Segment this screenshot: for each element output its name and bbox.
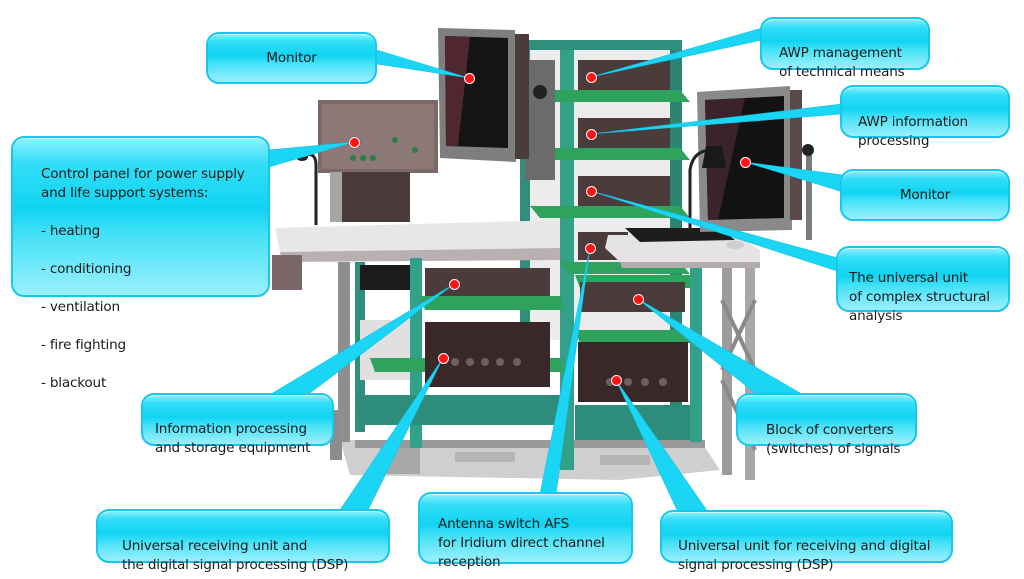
callout-universal-analysis: The universal unit of complex structural… (836, 246, 1010, 324)
callout-item-blackout: - blackout (41, 375, 107, 391)
marker-monitor-left[interactable] (464, 73, 475, 84)
leader-awp-management (590, 27, 763, 78)
rack-base (330, 410, 720, 480)
leader-monitor-right (744, 161, 844, 193)
leader-universal-analysis (590, 190, 841, 273)
callout-label: Universal unit for receiving and digital… (678, 538, 931, 573)
callout-item-heating: - heating (41, 223, 101, 239)
callout-universal-dsp: Universal unit for receiving and digital… (660, 510, 953, 573)
callout-item-fire-fighting: - fire fighting (41, 337, 126, 353)
marker-block-converters[interactable] (633, 294, 644, 305)
callout-label: The universal unit of complex structural… (849, 270, 990, 324)
leader-monitor-left (369, 47, 470, 79)
callout-label: AWP information processing (858, 114, 968, 149)
callout-label: Monitor (266, 49, 317, 66)
marker-control-panel[interactable] (349, 137, 360, 148)
callout-label: Block of converters (switches) of signal… (766, 422, 901, 457)
callout-info-storage: Information processing and storage equip… (141, 393, 334, 456)
callout-label: Antenna switch AFS for Iridium direct ch… (438, 516, 605, 570)
leader-universal-receiving (339, 357, 444, 511)
left-monitor (438, 28, 529, 162)
callout-universal-receiving: Universal receiving unit and the digital… (96, 509, 390, 573)
leader-control-panel (267, 141, 355, 168)
leader-awp-information (590, 103, 843, 135)
callout-control-panel: Control panel for power supply and life … (11, 136, 270, 391)
callout-label: Information processing and storage equip… (155, 421, 311, 456)
callout-block-converters: Block of converters (switches) of signal… (736, 393, 917, 457)
callout-monitor-right: Monitor (840, 169, 1010, 221)
callout-awp-management: AWP management of technical means (760, 17, 930, 80)
callout-awp-information: AWP information processing (840, 85, 1010, 149)
left-desk (272, 220, 560, 290)
lower-rack-left (338, 258, 565, 448)
leader-universal-dsp (615, 379, 709, 513)
marker-monitor-right[interactable] (740, 157, 751, 168)
marker-antenna-switch[interactable] (585, 243, 596, 254)
callout-label: AWP management of technical means (779, 45, 905, 80)
marker-universal-dsp[interactable] (611, 375, 622, 386)
marker-info-storage[interactable] (449, 279, 460, 290)
callout-item-conditioning: - conditioning (41, 261, 132, 277)
leader-info-storage (266, 283, 455, 397)
callout-label: Universal receiving unit and the digital… (122, 538, 349, 573)
marker-awp-information[interactable] (586, 129, 597, 140)
leader-block-converters (637, 298, 802, 394)
callout-label: Monitor (899, 186, 951, 203)
control-panel-device (296, 100, 438, 225)
callout-title: Control panel for power supply and life … (41, 166, 245, 201)
marker-universal-analysis[interactable] (586, 186, 597, 197)
callout-item-ventilation: - ventilation (41, 299, 120, 315)
marker-awp-management[interactable] (586, 72, 597, 83)
callout-monitor-left: Monitor (206, 32, 377, 84)
marker-universal-receiving[interactable] (438, 353, 449, 364)
leader-antenna-switch (539, 247, 591, 495)
callout-antenna-switch: Antenna switch AFS for Iridium direct ch… (418, 492, 633, 570)
